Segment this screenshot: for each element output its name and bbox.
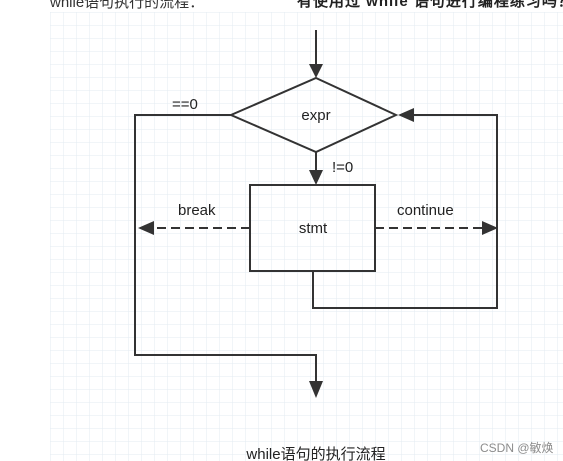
eq-zero-label: ==0 (172, 96, 198, 113)
stmt-label: stmt (299, 220, 328, 237)
not-zero-arrowhead (309, 170, 323, 185)
expr-label: expr (301, 107, 330, 124)
continue-label: continue (397, 202, 454, 219)
continue-arrowhead (482, 221, 498, 235)
intro-text: while语句执行的流程： (50, 0, 205, 11)
diagram-caption: while语句的执行流程 (245, 446, 385, 461)
break-label: break (178, 202, 216, 219)
loop-back-path (312, 114, 498, 309)
while-flowchart: expr stmt ==0 !=0 break continue while语句… (50, 12, 563, 461)
entry-arrowhead (309, 64, 323, 78)
not-zero-label: !=0 (332, 159, 353, 176)
eq-zero-exit-path (134, 114, 317, 382)
csdn-watermark: CSDN @敏焕 (480, 441, 554, 455)
loop-back-arrowhead (398, 108, 414, 122)
exit-arrowhead (309, 381, 323, 398)
break-arrowhead (138, 221, 154, 235)
top-right-text: 有使用过 while 语句进行编程练习吗？ (297, 0, 563, 10)
